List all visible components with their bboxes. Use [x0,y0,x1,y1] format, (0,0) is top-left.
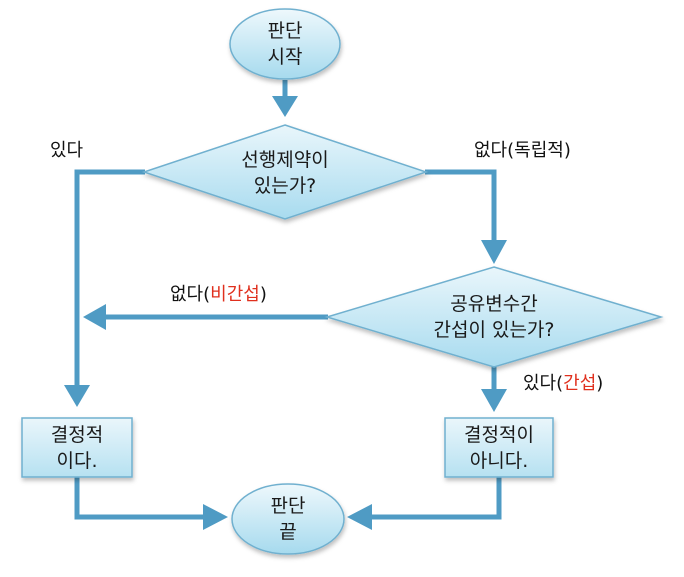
edge-label-d1-no: 없다(독립적) [474,140,571,161]
decision2-label: 공유변수간 간섭이 있는가? [404,291,584,343]
result-box-deterministic [21,417,133,478]
right-box-line2: 아니다. [469,450,529,472]
arrowhead-right-icon [203,504,228,530]
decision1-line1: 선행제약이 [241,149,329,171]
start-node [229,8,341,80]
edge-label-d2-no: 없다(비간섭) [170,284,267,306]
start-node-label: 판단 시작 [230,18,340,70]
edge-label-d2-yes-highlight: 간섭 [563,373,597,394]
left-box-line2: 이다. [56,450,98,472]
decision2-line1: 공유변수간 [450,293,538,315]
arrowhead-left-icon [347,504,372,530]
arrowhead-down-icon [64,385,90,407]
connector-decision1-no [425,169,497,243]
end-node-line1: 판단 [270,495,306,517]
edge-label-d2-no-prefix: 없다( [170,284,211,305]
edge-label-d1-yes: 있다 [50,140,84,161]
left-box-label: 결정적 이다. [22,422,132,474]
connector-decision1-yes [74,169,145,388]
right-box-line1: 결정적이 [464,424,534,446]
arrowhead-down-icon [481,240,507,264]
edge-label-d2-yes-suffix: ) [596,373,604,394]
left-box-line1: 결정적 [50,424,104,446]
edge-label-d2-yes-prefix: 있다( [523,373,564,394]
right-box-label: 결정적이 아니다. [445,422,553,474]
end-node [231,483,345,555]
start-node-line2: 시작 [267,46,303,68]
end-node-line2: 끝 [279,521,297,543]
decision1-label: 선행제약이 있는가? [195,147,375,199]
end-node-label: 판단 끝 [233,493,343,545]
decision2-line2: 간섭이 있는가? [433,319,555,341]
connector-rightbox-to-end [370,477,502,520]
arrowhead-left-icon [83,304,106,330]
arrowhead-down-icon [481,389,507,412]
edge-label-d2-yes: 있다(간섭) [523,373,603,395]
connector-leftbox-to-end [74,477,205,520]
start-node-line1: 판단 [267,20,303,42]
result-box-nondeterministic [444,417,554,478]
arrowhead-down-icon [272,96,298,117]
edge-label-d2-no-highlight: 비간섭 [210,284,260,305]
decision1-node [141,124,429,220]
decision2-node [324,266,664,368]
edge-label-d2-no-suffix: ) [259,284,267,305]
decision1-line2: 있는가? [253,175,317,197]
